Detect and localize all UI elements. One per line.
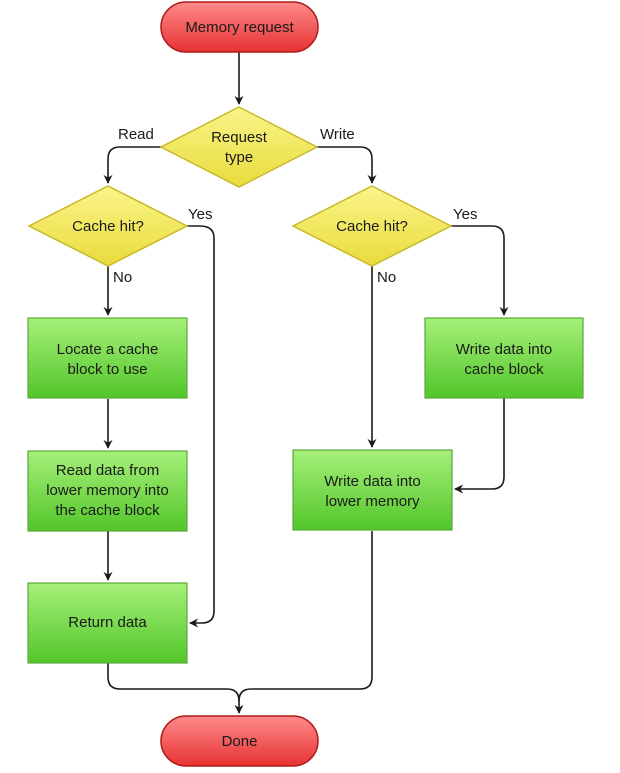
edge-labels: Read Write Yes No Yes No (113, 126, 477, 286)
cache-hit-write-decision: Cache hit? (291, 185, 453, 267)
edge-write-hit (451, 225, 509, 316)
edge-label-read-yes: Yes (188, 206, 212, 223)
edge-write-branch (316, 146, 377, 184)
write-cache-line-1: Write data into (456, 341, 552, 358)
request-type-line-1: Request (211, 129, 268, 146)
request-type-line-2: type (225, 149, 253, 166)
edge-label-read: Read (118, 126, 154, 143)
write-lower-process: Write data into lower memory (292, 449, 453, 531)
edge-label-write: Write (320, 126, 355, 143)
cache-hit-read-decision: Cache hit? (27, 185, 189, 267)
read-lower-process: Read data from lower memory into the cac… (27, 450, 188, 532)
write-cache-line-2: cache block (464, 361, 544, 378)
edge-write-cache-to-write-lower (454, 398, 505, 494)
start-label: Memory request (185, 19, 294, 36)
write-lower-line-1: Write data into (324, 473, 420, 490)
done-label: Done (222, 733, 258, 750)
locate-block-process: Locate a cache block to use (27, 317, 188, 399)
connectors (103, 52, 509, 714)
edge-label-write-yes: Yes (453, 206, 477, 223)
edge-label-write-no: No (377, 269, 396, 286)
edge-return-to-done (107, 663, 244, 714)
write-cache-process: Write data into cache block (424, 317, 584, 399)
edge-read-hit (187, 225, 215, 628)
write-lower-line-2: lower memory (325, 493, 420, 510)
edge-write-lower-to-done (238, 531, 373, 702)
locate-block-line-1: Locate a cache (57, 341, 159, 358)
start-terminal: Memory request (160, 1, 319, 53)
request-type-decision: Request type (159, 106, 319, 188)
read-lower-line-2: lower memory into (46, 482, 169, 499)
return-data-label: Return data (68, 614, 147, 631)
locate-block-line-2: block to use (67, 361, 147, 378)
return-data-process: Return data (27, 582, 188, 664)
read-lower-line-3: the cache block (55, 502, 160, 519)
edge-read-branch (103, 146, 162, 184)
read-lower-line-1: Read data from (56, 462, 159, 479)
done-terminal: Done (160, 715, 319, 767)
edge-label-read-no: No (113, 269, 132, 286)
cache-hit-write-label: Cache hit? (336, 218, 408, 235)
cache-hit-read-label: Cache hit? (72, 218, 144, 235)
